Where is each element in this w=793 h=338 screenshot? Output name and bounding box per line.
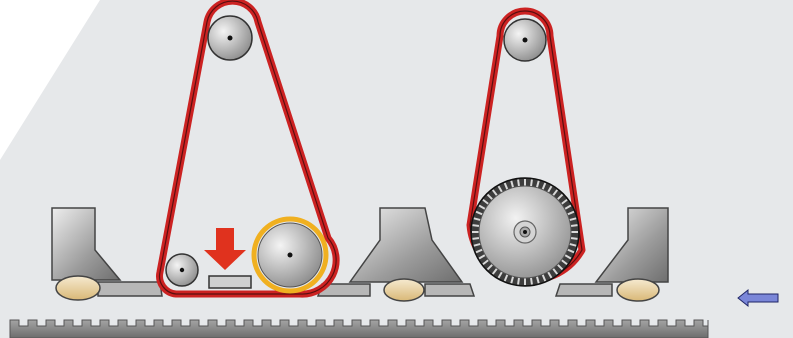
pulley-tooth: [541, 274, 547, 282]
pulley-tooth: [517, 277, 520, 285]
pulley-tooth: [552, 267, 559, 275]
pulley-tooth: [560, 198, 568, 205]
pulley-tooth: [556, 193, 564, 201]
gold-ring: [251, 216, 329, 294]
pulley-tooth: [567, 210, 575, 216]
pulley-tooth: [486, 193, 494, 201]
pulley-tooth: [564, 254, 572, 260]
pulley-tooth: [478, 254, 486, 260]
pulley-tooth: [497, 185, 503, 193]
pulley-tooth: [491, 189, 498, 197]
press-pad: [208, 275, 252, 289]
pulley-tooth: [567, 248, 575, 254]
pulley-tooth: [569, 242, 577, 247]
pulley-tooth: [510, 276, 515, 284]
roller-right: [616, 278, 660, 302]
pulley-tooth: [569, 217, 577, 222]
pulley-tooth: [486, 263, 494, 271]
pulley-tooth: [530, 277, 533, 285]
housing-right: [554, 207, 669, 302]
pulley-tooth: [473, 217, 481, 222]
pulley-tooth: [475, 248, 483, 254]
pulley-tooth: [497, 271, 503, 279]
toothed-pulley-right: [470, 177, 580, 287]
pulley-tooth: [541, 182, 547, 190]
pulley-tooth: [570, 237, 578, 240]
toothed-base-strip: [9, 319, 709, 338]
housing-center: [316, 207, 476, 302]
pulley-tooth: [564, 204, 572, 210]
belt-left: [156, 0, 340, 298]
pulley-tooth: [482, 198, 490, 205]
pulley-tooth: [510, 180, 515, 188]
pulley-tooth: [478, 204, 486, 210]
pulley-tooth: [472, 237, 480, 240]
pulley-tooth: [552, 189, 559, 197]
pulley-tooth: [570, 224, 578, 227]
press-down-arrow-icon: [204, 228, 246, 270]
pulley-tooth: [503, 274, 509, 282]
pulley-tooth: [473, 242, 481, 247]
pulley-tooth: [503, 182, 509, 190]
pulley-tooth: [491, 267, 498, 275]
pulley-tooth: [482, 259, 490, 266]
pulley-tooth: [535, 276, 540, 284]
pulley-tooth: [556, 263, 564, 271]
pulley-tooth: [547, 185, 553, 193]
pulley-tooth: [517, 179, 520, 187]
pulley-tooth: [530, 179, 533, 187]
roller-center: [383, 278, 425, 302]
pulley-tooth: [472, 224, 480, 227]
pulley-tooth: [475, 210, 483, 216]
roller-left: [55, 275, 101, 301]
pulley-tooth: [535, 180, 540, 188]
pulley-tooth: [547, 271, 553, 279]
pulley-tooth: [560, 259, 568, 266]
feed-direction-arrow-icon: [737, 288, 779, 308]
housing-left: [51, 207, 163, 301]
